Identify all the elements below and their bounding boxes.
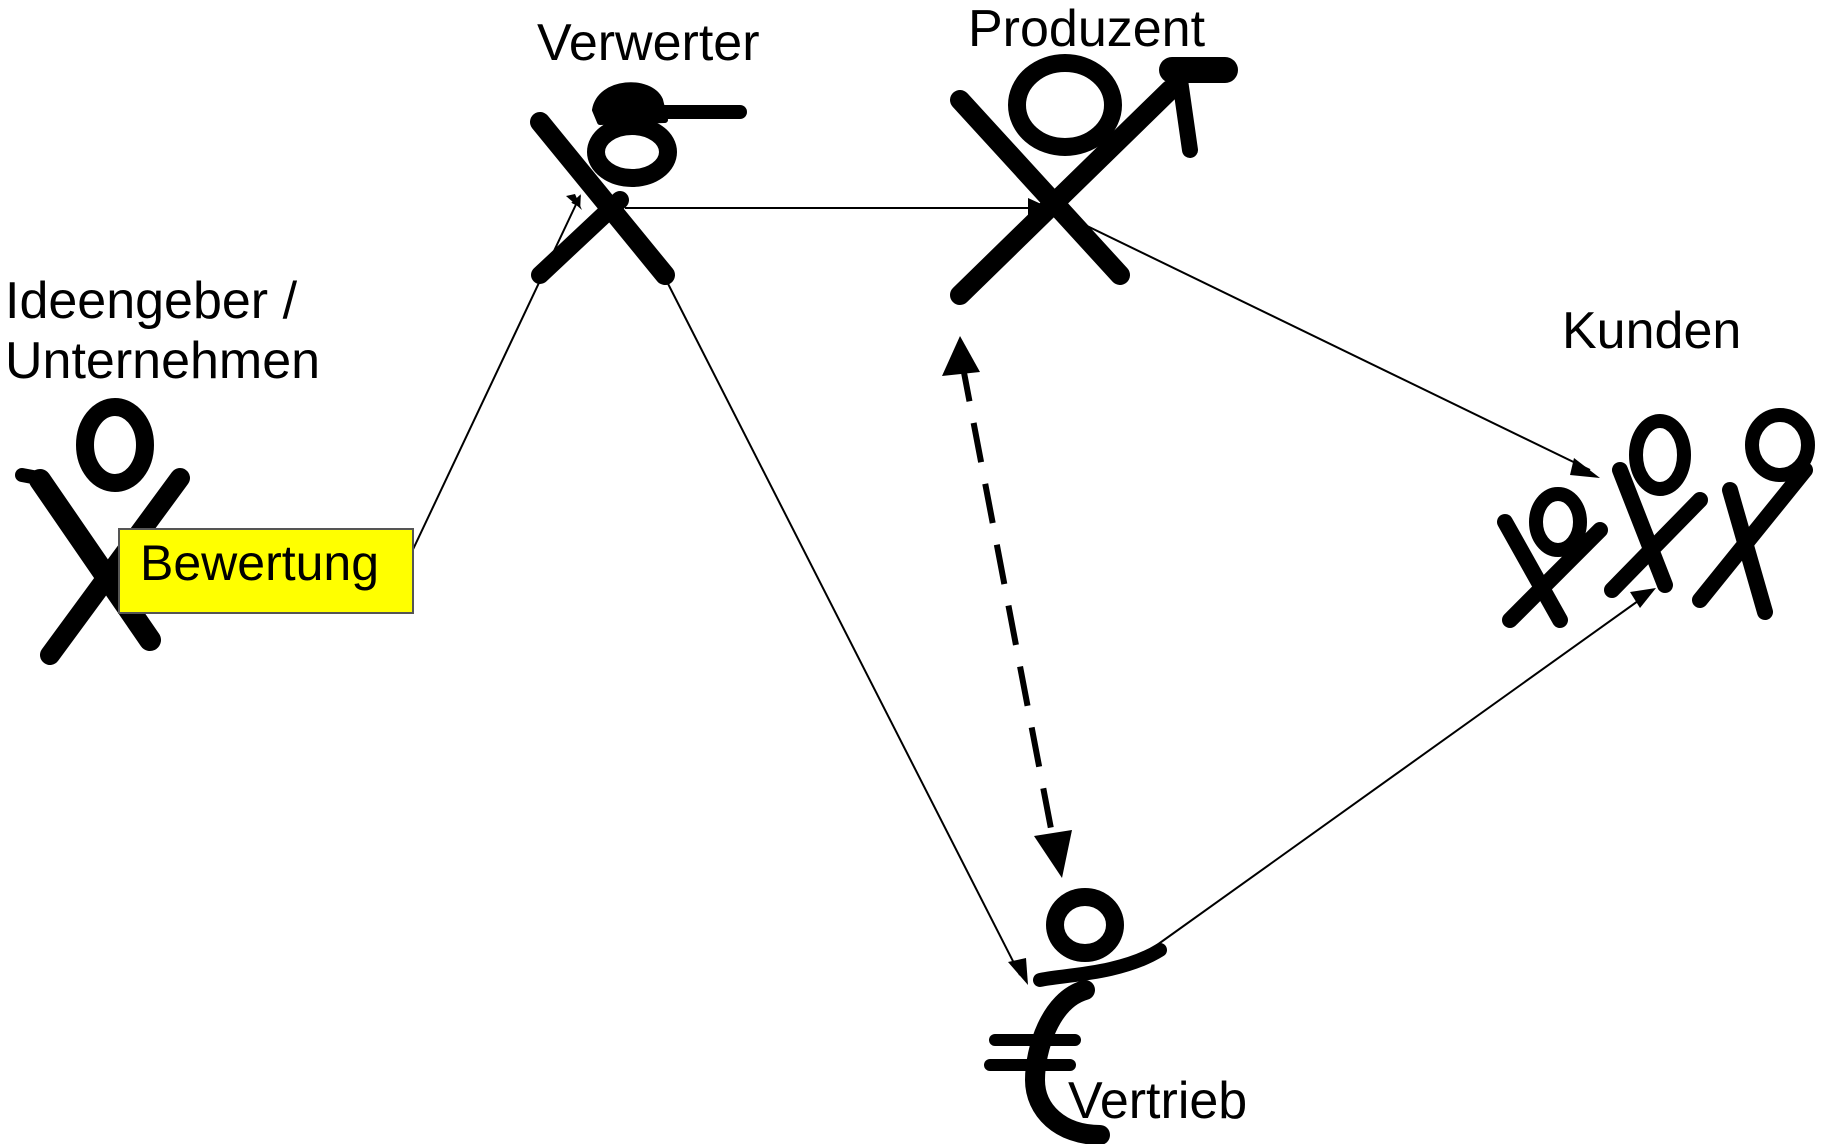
arrowhead-dashed-top [942,336,980,376]
ideengeber-label: Ideengeber / Unternehmen [5,272,321,390]
stick-figure-with-cap-icon [530,82,747,285]
kunden-label: Kunden [1562,302,1742,360]
stick-figure-group-icon [1497,408,1815,628]
stick-figure-with-hammer-icon [950,54,1238,305]
arrowhead-vertrieb [1008,958,1028,985]
bewertung-badge: Bewertung [118,528,414,614]
edge-verwerter-vertrieb [659,267,1021,976]
arrowhead-kunden-top [1570,458,1600,478]
edge-produzent-kunden [1049,207,1591,471]
edge-produzent-vertrieb-dashed [959,361,1059,856]
produzent-label: Produzent [968,0,1206,58]
arrowhead-dashed-bottom [1034,830,1072,878]
arrowhead-verwerter [566,194,582,210]
verwerter-label: Verwerter [537,14,760,72]
stick-figure-euro-icon [984,888,1167,1144]
arrowhead-kunden-bottom [1630,588,1656,608]
edge-vertrieb-kunden [1149,595,1646,951]
connectors [407,194,1656,985]
vertrieb-label: Vertrieb [1068,1072,1248,1130]
